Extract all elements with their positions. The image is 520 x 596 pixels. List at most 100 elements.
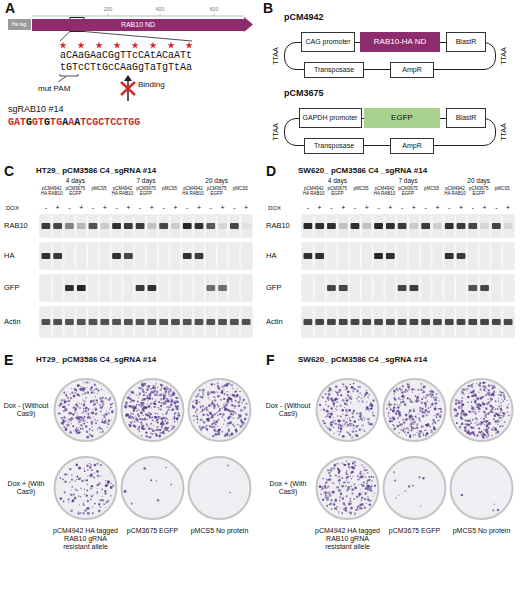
- colony: [421, 398, 423, 400]
- colony: [81, 417, 84, 420]
- colony: [97, 389, 99, 391]
- colony: [91, 391, 93, 393]
- colony: [73, 493, 75, 495]
- culture-well: [55, 457, 117, 519]
- colony: [60, 403, 62, 405]
- colony: [390, 408, 392, 410]
- colony: [173, 426, 175, 428]
- blot-lane: [41, 308, 51, 336]
- blocked-cross: [121, 82, 135, 95]
- colony: [63, 391, 65, 393]
- colony: [348, 409, 350, 411]
- colony: [467, 420, 469, 422]
- colony: [405, 414, 408, 417]
- colony: [165, 413, 167, 415]
- colony: [163, 393, 165, 395]
- colony: [141, 428, 142, 429]
- colony: [130, 413, 132, 415]
- colony: [155, 383, 156, 384]
- blot-band: [480, 223, 489, 229]
- colony: [414, 416, 416, 418]
- colony: [368, 411, 369, 412]
- blot-band: [327, 223, 336, 229]
- colony: [339, 431, 341, 433]
- blot-lane: [76, 308, 86, 336]
- colony: [500, 415, 502, 417]
- colony: [79, 426, 80, 427]
- colony: [485, 394, 487, 396]
- blot-band: [339, 319, 348, 325]
- colony: [83, 382, 85, 384]
- colony: [74, 413, 75, 414]
- colony: [406, 428, 408, 430]
- colony: [224, 420, 225, 421]
- colony: [78, 467, 80, 469]
- colony: [83, 504, 85, 506]
- blot-band: [386, 319, 395, 325]
- colony: [202, 391, 204, 393]
- colony: [238, 401, 240, 403]
- colony: [340, 430, 341, 431]
- colony: [214, 430, 217, 433]
- colony: [210, 391, 213, 394]
- colony: [239, 391, 240, 392]
- blot-band: [230, 223, 239, 229]
- colony: [90, 487, 92, 489]
- colony: [409, 384, 410, 385]
- colony: [135, 416, 136, 417]
- colony: [347, 391, 350, 394]
- colony: [84, 400, 85, 401]
- colony: [422, 416, 423, 417]
- colony: [151, 407, 152, 408]
- colony: [146, 432, 148, 434]
- blot-band: [480, 285, 489, 291]
- blot-lane: [88, 308, 98, 336]
- colony: [79, 467, 81, 469]
- colony: [104, 490, 106, 492]
- colony: [152, 417, 154, 419]
- colony: [319, 404, 321, 406]
- colony: [351, 386, 353, 388]
- colony: [389, 417, 391, 419]
- colony: [166, 421, 168, 423]
- colony: [65, 408, 68, 411]
- colony-plates: [317, 379, 513, 519]
- colony: [195, 399, 197, 401]
- colony: [419, 435, 421, 437]
- colony: [196, 414, 197, 415]
- colony-plates: [55, 379, 251, 519]
- colony: [107, 426, 108, 427]
- colony: [461, 412, 463, 414]
- blot-band: [53, 319, 62, 325]
- colony: [92, 410, 93, 411]
- blot-lane: [100, 216, 110, 236]
- colony: [80, 432, 81, 433]
- colony: [499, 426, 501, 428]
- colony: [70, 393, 71, 394]
- colony: [59, 405, 61, 407]
- colony: [202, 414, 204, 416]
- blot-lane: [135, 308, 145, 336]
- colony: [427, 423, 430, 426]
- colony: [412, 392, 413, 393]
- blot-lane: [194, 244, 204, 268]
- colony: [101, 421, 103, 423]
- colony: [75, 430, 77, 432]
- colony: [82, 394, 83, 395]
- colony: [166, 418, 168, 420]
- colony: [156, 391, 159, 394]
- colony: [105, 484, 107, 486]
- colony: [204, 408, 206, 410]
- colony: [95, 403, 96, 404]
- colony: [124, 490, 127, 493]
- colony: [71, 479, 73, 481]
- colony: [138, 387, 140, 389]
- colony: [61, 399, 64, 402]
- colony: [240, 419, 243, 422]
- colony: [412, 418, 415, 421]
- blot-lane: [456, 308, 466, 336]
- colony: [353, 428, 354, 429]
- blot-lane: [362, 308, 372, 336]
- blot-lane: [362, 244, 372, 268]
- colony: [495, 409, 496, 410]
